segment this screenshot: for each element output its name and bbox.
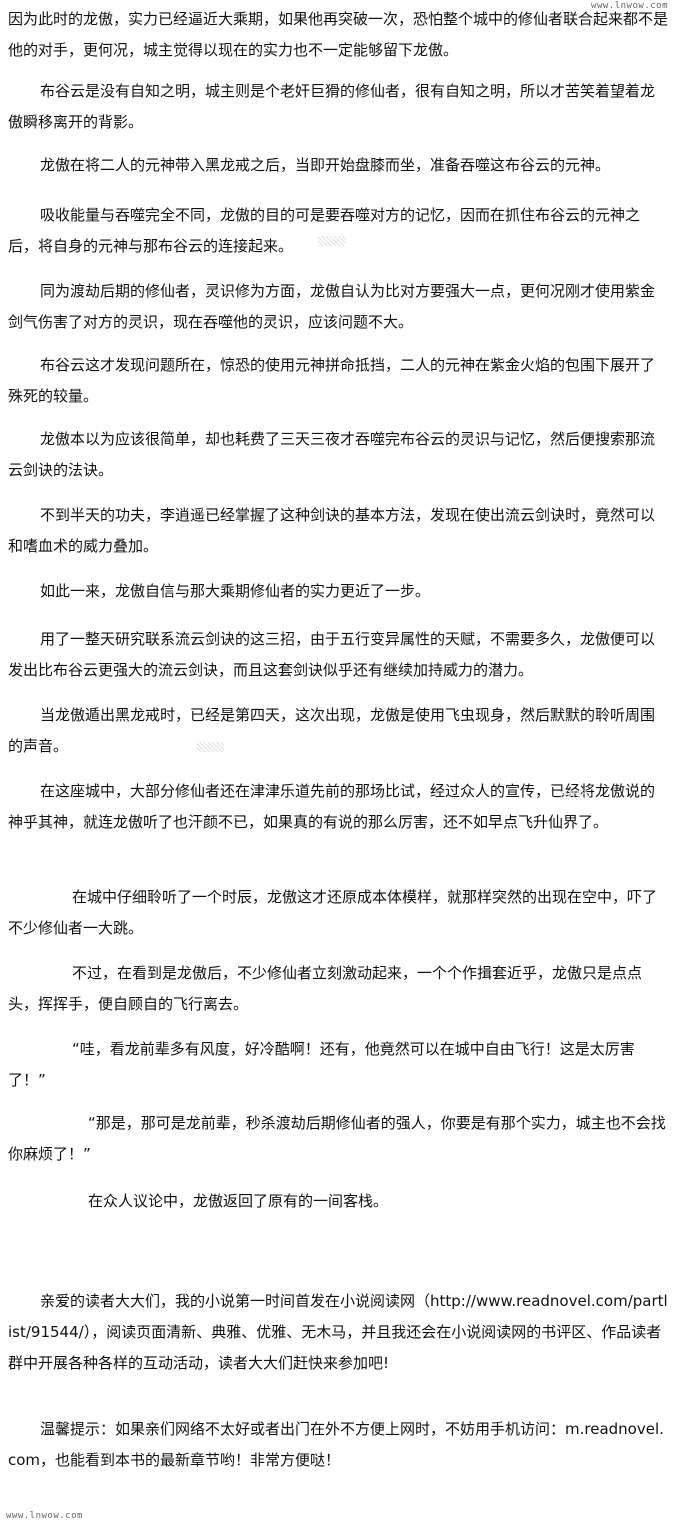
paragraph-8: 不到半天的功夫，李逍遥已经掌握了这种剑诀的基本方法，发现在使出流云剑诀时，竟然可… (8, 506, 656, 555)
watermark-bottom: www.lnwow.com (6, 1511, 83, 1521)
paragraph-2: 布谷云是没有自知之明，城主则是个老奸巨猾的修仙者，很有自知之明，所以才苦笑着望着… (8, 82, 656, 131)
paragraph-3: 龙傲在将二人的元神带入黑龙戒之后，当即开始盘膝而坐，准备吞噬这布谷云的元神。 (40, 156, 611, 174)
scan-noise (560, 790, 588, 800)
paragraph-11: 当龙傲遁出黑龙戒时，已经是第四天，这次出现，龙傲是使用飞虫现身，然后默默的聆听周… (8, 706, 656, 755)
paragraph-13: 在城中仔细聆听了一个时辰，龙傲这才还原成本体模样，就那样突然的出现在空中，吓了不… (8, 888, 658, 937)
paragraph-19: 温馨提示：如果亲们网络不太好或者出门在外不方便上网时，不妨用手机访问：m.rea… (8, 1420, 664, 1469)
paragraph-14: 不过，在看到是龙傲后，不少修仙者立刻激动起来，一个个作揖套近乎，龙傲只是点点头，… (8, 964, 643, 1013)
paragraph-7: 龙傲本以为应该很简单，却也耗费了三天三夜才吞噬完布谷云的灵识与记忆，然后便搜索那… (8, 430, 656, 479)
paragraph-16: “那是，那可是龙前辈，秒杀渡劫后期修仙者的强人，你要是有那个实力，城主也不会找你… (8, 1114, 666, 1163)
paragraph-9: 如此一来，龙傲自信与那大乘期修仙者的实力更近了一步。 (40, 582, 431, 600)
paragraph-5: 同为渡劫后期的修仙者，灵识修为方面，龙傲自认为比对方要强大一点，更何况刚才使用紫… (8, 282, 656, 331)
paragraph-6: 布谷云这才发现问题所在，惊恐的使用元神拼命抵挡，二人的元神在紫金火焰的包围下展开… (8, 356, 656, 405)
watermark-top: www.lnwow.com (591, 1, 668, 11)
paragraph-1: 因为此时的龙傲，实力已经逼近大乘期，如果他再突破一次，恐怕整个城中的修仙者联合起… (8, 10, 669, 59)
paragraph-17: 在众人议论中，龙傲返回了原有的一间客栈。 (88, 1192, 389, 1210)
paragraph-15: “哇，看龙前辈多有风度，好冷酷啊！还有，他竟然可以在城中自由飞行！这是太厉害了！… (8, 1040, 635, 1089)
paragraph-10: 用了一整天研究联系流云剑诀的这三招，由于五行变异属性的天赋，不需要多久，龙傲便可… (8, 630, 656, 679)
scan-noise (196, 742, 224, 752)
scan-noise (318, 236, 346, 246)
paragraph-12: 在这座城中，大部分修仙者还在津津乐道先前的那场比试，经过众人的宣传，已经将龙傲说… (8, 782, 656, 831)
paragraph-4: 吸收能量与吞噬完全不同，龙傲的目的可是要吞噬对方的记忆，因而在抓住布谷云的元神之… (8, 206, 641, 255)
paragraph-18: 亲爱的读者大大们，我的小说第一时间首发在小说阅读网（http://www.rea… (8, 1292, 668, 1372)
